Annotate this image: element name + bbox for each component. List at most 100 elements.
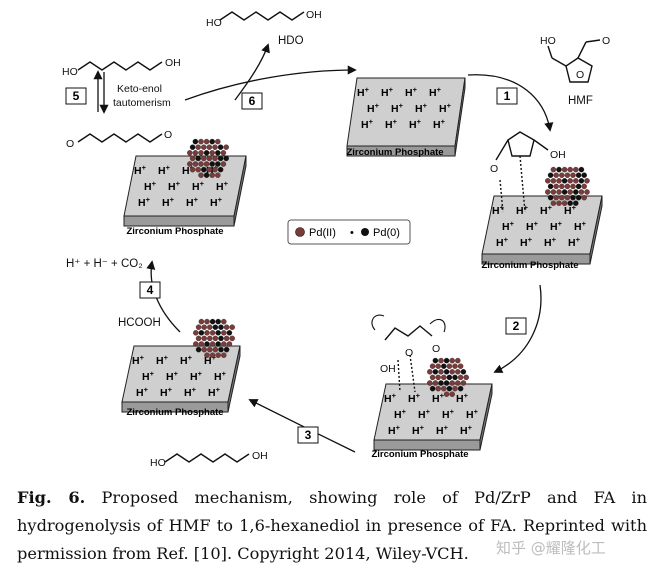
pd2-atom — [556, 178, 562, 184]
pd2-atom — [201, 324, 207, 330]
pd2-atom — [192, 161, 199, 167]
pd2-atom — [449, 380, 455, 386]
pd2-atom — [209, 330, 216, 336]
pd2-atom — [452, 385, 458, 392]
pd2-atom — [427, 380, 433, 386]
pd2-atom — [201, 144, 207, 150]
pd2-atom — [207, 335, 213, 342]
pd0-atom — [217, 144, 224, 150]
intermediate-o: O — [405, 347, 413, 359]
pd0-atom — [209, 138, 215, 145]
dienol-ho: HO — [62, 66, 78, 78]
pd0-atom — [198, 330, 205, 336]
pd2-atom — [209, 172, 215, 178]
pd2-atom — [452, 363, 458, 369]
pd2-atom — [229, 324, 235, 330]
pd2-atom — [553, 172, 559, 178]
pd2-atom — [198, 318, 205, 325]
zirconium-phosphate-plate-lowright: H+H+H+H+H+H+H+H+H+H+H+H+Zirconium Phosph… — [371, 383, 493, 460]
pd0-atom — [547, 183, 554, 190]
pd0-atom — [561, 189, 568, 195]
pd0-atom — [457, 385, 464, 392]
zirconium-phosphate-plate-left: H+H+H+H+H+H+H+H+H+H+H+H+Zirconium Phosph… — [123, 155, 247, 237]
pd2-atom — [443, 391, 450, 397]
pd2-atom — [441, 374, 447, 381]
pd2-atom — [209, 352, 216, 358]
pd2-atom — [553, 194, 559, 201]
pd2-atom — [201, 155, 207, 162]
pd0-atom — [195, 155, 201, 162]
plate-label: Zirconium Phosphate — [126, 226, 223, 237]
pd2-atom — [209, 150, 215, 156]
pd0-atom — [215, 150, 221, 156]
hmf-molecule — [547, 39, 601, 83]
pd0-atom — [217, 155, 224, 162]
pd-nanoparticle — [545, 166, 590, 206]
pd0-atom — [215, 161, 221, 167]
pd2-atom — [204, 352, 210, 358]
pd2-atom — [438, 357, 444, 364]
pd2-atom — [189, 155, 196, 162]
tautomerism-label-1: Keto-enol — [117, 83, 162, 95]
pd2-marker — [295, 227, 305, 237]
pd2-atom — [187, 161, 193, 167]
cycle-arrows — [93, 43, 554, 453]
pd0-atom — [218, 324, 224, 330]
tautomerism-label-2: tautomerism — [113, 97, 171, 109]
pd2-atom — [578, 189, 585, 195]
hexanediol-oh: OH — [306, 9, 322, 21]
step-boxes: 1 2 3 4 5 6 — [65, 87, 527, 444]
pd2-atom — [573, 166, 579, 173]
pd2-atom — [567, 189, 573, 195]
pd0-atom — [217, 166, 224, 173]
pd0-marker — [361, 228, 369, 236]
pd2-atom — [207, 324, 213, 330]
dienol-oh: OH — [165, 57, 181, 69]
molecules — [77, 11, 601, 463]
pd0-atom — [573, 189, 579, 195]
pd2-atom — [201, 335, 207, 342]
pd2-atom — [463, 374, 469, 381]
pd2-atom — [212, 144, 218, 150]
pd2-atom — [545, 189, 551, 195]
pd0-atom — [575, 183, 582, 190]
pd2-atom — [550, 166, 557, 173]
svg-text:3: 3 — [305, 428, 312, 442]
pd2-atom — [564, 183, 571, 190]
caption-label: Fig. 6. — [17, 488, 86, 507]
step-4-box: 4 — [139, 281, 161, 299]
svg-text:•: • — [350, 227, 354, 239]
pd2-atom — [570, 183, 576, 190]
pd2-atom — [435, 374, 441, 381]
svg-text:1: 1 — [504, 89, 511, 103]
pd2-atom — [564, 172, 571, 178]
zirconium-phosphate-plate-right: H+H+H+H+H+H+H+H+H+H+H+H+Zirconium Phosph… — [481, 195, 603, 271]
pd0-atom — [218, 335, 224, 342]
pd0-atom — [212, 324, 219, 330]
svg-text:2: 2 — [513, 319, 520, 333]
pd2-atom — [198, 138, 204, 145]
dienal-o-right: O — [164, 129, 172, 141]
pd0-atom — [215, 318, 221, 325]
pd-nanoparticle — [187, 138, 229, 178]
pd2-atom — [567, 166, 573, 173]
pd0-atom — [446, 385, 453, 392]
pd0-atom — [443, 357, 450, 364]
pd2-atom — [221, 341, 227, 347]
pd2-atom — [195, 144, 201, 150]
pd2-atom — [226, 341, 233, 347]
pd0-atom — [567, 200, 573, 206]
caption-text: Proposed mechanism, showing role of Pd/Z… — [17, 488, 647, 563]
step-1-box: 1 — [496, 87, 518, 105]
intermediate-o2: O — [432, 343, 440, 355]
pd2-atom — [212, 335, 219, 342]
pd0-atom — [432, 369, 439, 375]
plate-label: Zirconium Phosphate — [346, 147, 443, 158]
pd0-atom — [429, 385, 436, 392]
pd0-atom — [581, 172, 587, 178]
pd2-atom — [215, 352, 221, 358]
pd2-atom — [559, 194, 565, 201]
adsorbed-o: O — [490, 163, 498, 175]
pd2-atom — [220, 150, 227, 156]
pd2-atom — [207, 346, 213, 353]
